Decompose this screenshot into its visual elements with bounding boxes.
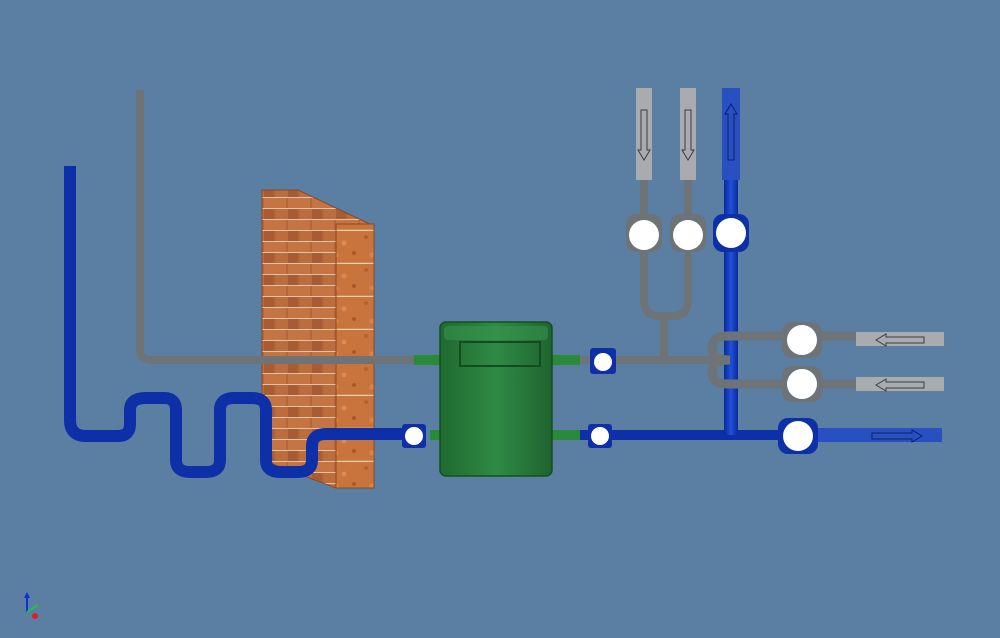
green-stub-top-right [550, 355, 580, 365]
gray-split-loop [707, 331, 858, 389]
light-gray-pipe-2 [680, 88, 696, 180]
green-stub-bottom-right [550, 430, 580, 440]
flow-arrow-icon [724, 103, 738, 161]
gray-y-junction [640, 180, 692, 358]
flow-arrow-icon [871, 429, 923, 443]
flow-sensor-icon [626, 214, 662, 252]
light-gray-pipe-4 [856, 377, 944, 391]
flow-sensor-icon [590, 348, 616, 374]
heat-interface-unit-icon [439, 321, 553, 477]
green-stub-bottom-left [430, 430, 444, 440]
gray-horizontal-pipe-right [580, 356, 730, 364]
flow-arrow-icon [681, 109, 695, 161]
flow-sensor-icon [670, 214, 706, 252]
gray-return-pipe-left [136, 90, 418, 364]
flow-sensor-icon [778, 418, 818, 454]
blue-translucent-vertical [722, 88, 740, 180]
light-gray-pipe-1 [636, 88, 652, 180]
green-stub-top-left [414, 355, 444, 365]
flow-arrow-icon [637, 109, 651, 161]
light-gray-pipe-3 [856, 332, 944, 346]
flow-sensor-icon [713, 214, 749, 252]
flow-arrow-icon [875, 333, 925, 347]
flow-sensor-icon [402, 424, 426, 448]
axis-triad-icon [24, 592, 39, 619]
flow-sensor-icon [782, 322, 822, 358]
flow-arrow-icon [875, 378, 925, 392]
blue-supply-pipe-left [64, 166, 406, 478]
flow-sensor-icon [782, 366, 822, 402]
flow-sensor-icon [588, 424, 612, 448]
